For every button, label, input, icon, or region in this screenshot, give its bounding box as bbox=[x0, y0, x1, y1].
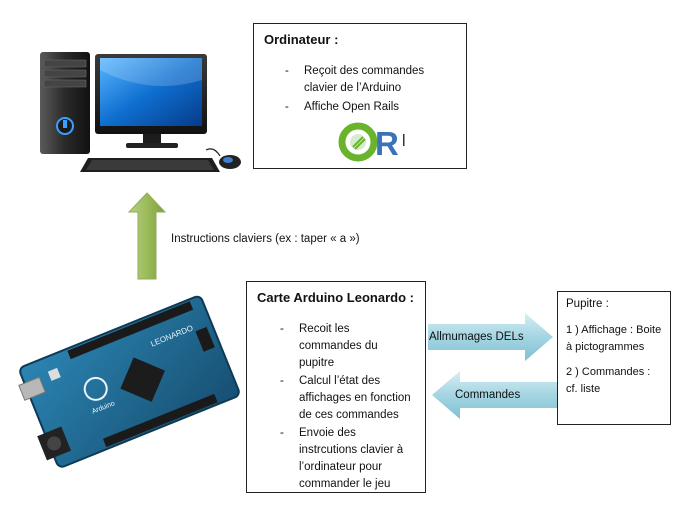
commandes-label: Commandes bbox=[455, 389, 521, 401]
monitor bbox=[95, 54, 207, 148]
open-rails-logo-text: R bbox=[375, 125, 399, 162]
right-arrow bbox=[428, 313, 553, 361]
arduino-item: -Calcul l’état des affichages en fonctio… bbox=[280, 375, 411, 421]
computer-item: -Affiche Open Rails bbox=[285, 101, 400, 113]
keyboard bbox=[80, 158, 220, 172]
pupitre-box: Pupitre : 1 ) Affichage : Boite à pictog… bbox=[557, 291, 671, 425]
pc-tower bbox=[40, 52, 90, 154]
up-arrow bbox=[128, 192, 166, 280]
pupitre-item-commands: 2 ) Commandes : cf. liste bbox=[566, 366, 651, 395]
mouse bbox=[205, 148, 241, 169]
arduino-list: -Recoit les commandes du pupitre -Calcul… bbox=[280, 321, 415, 493]
arduino-item: -Recoit les commandes du pupitre bbox=[280, 323, 378, 369]
left-arrow bbox=[432, 371, 557, 419]
computer-item: -Reçoit des commandes clavier de l’Ardui… bbox=[285, 65, 425, 94]
arduino-title: Carte Arduino Leonardo : bbox=[257, 290, 414, 305]
arduino-board: LEONARDO Arduino bbox=[18, 295, 240, 468]
open-rails-logo: R bbox=[338, 122, 405, 162]
computer-illustration bbox=[40, 52, 241, 172]
arduino-item: -Envoie des instrcutions clavier à l’ord… bbox=[280, 427, 404, 490]
instructions-label: Instructions claviers (ex : taper « a ») bbox=[171, 233, 360, 245]
leds-label: Allmumages DELs bbox=[429, 331, 524, 343]
pupitre-title: Pupitre : bbox=[566, 298, 609, 310]
computer-title: Ordinateur : bbox=[264, 32, 339, 47]
arduino-box: Carte Arduino Leonardo : -Recoit les com… bbox=[246, 281, 426, 493]
pupitre-item-display: 1 ) Affichage : Boite à pictogrammes bbox=[566, 324, 662, 353]
computer-list: -Reçoit des commandes clavier de l’Ardui… bbox=[285, 63, 456, 116]
computer-box: Ordinateur : -Reçoit des commandes clavi… bbox=[253, 23, 467, 169]
